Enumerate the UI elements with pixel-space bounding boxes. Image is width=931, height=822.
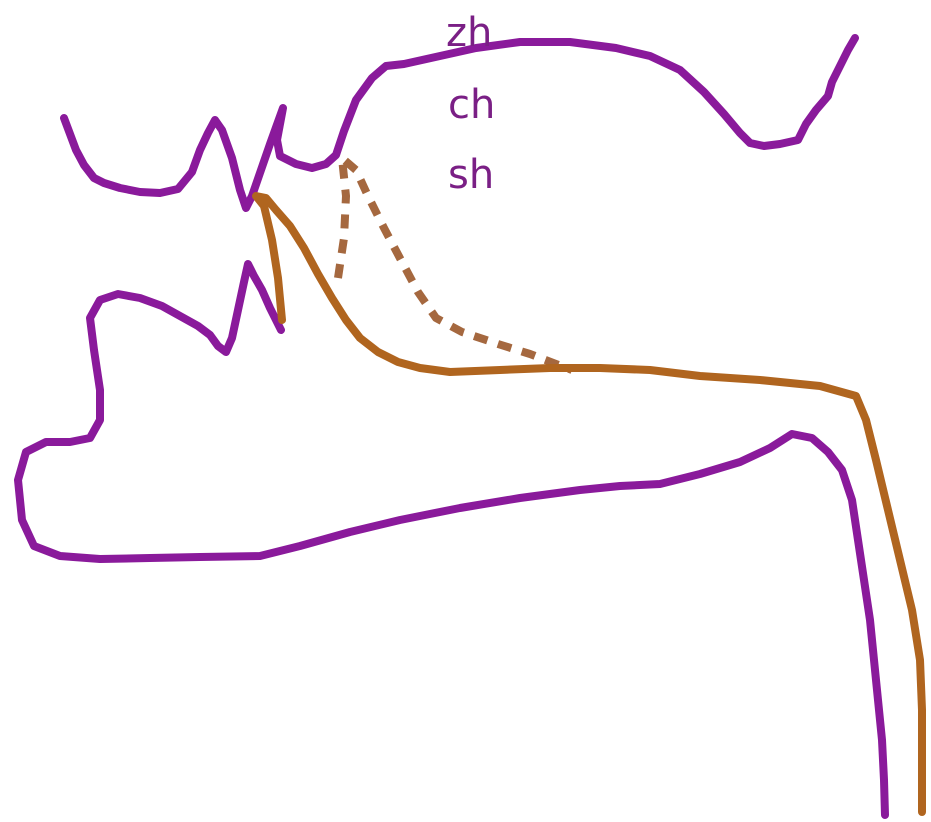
label-zh: zh bbox=[446, 10, 492, 56]
tongue-outline bbox=[256, 196, 922, 812]
label-ch: ch bbox=[448, 82, 495, 128]
label-sh: sh bbox=[448, 152, 494, 198]
lower-vocal-tract-outline bbox=[18, 264, 885, 815]
